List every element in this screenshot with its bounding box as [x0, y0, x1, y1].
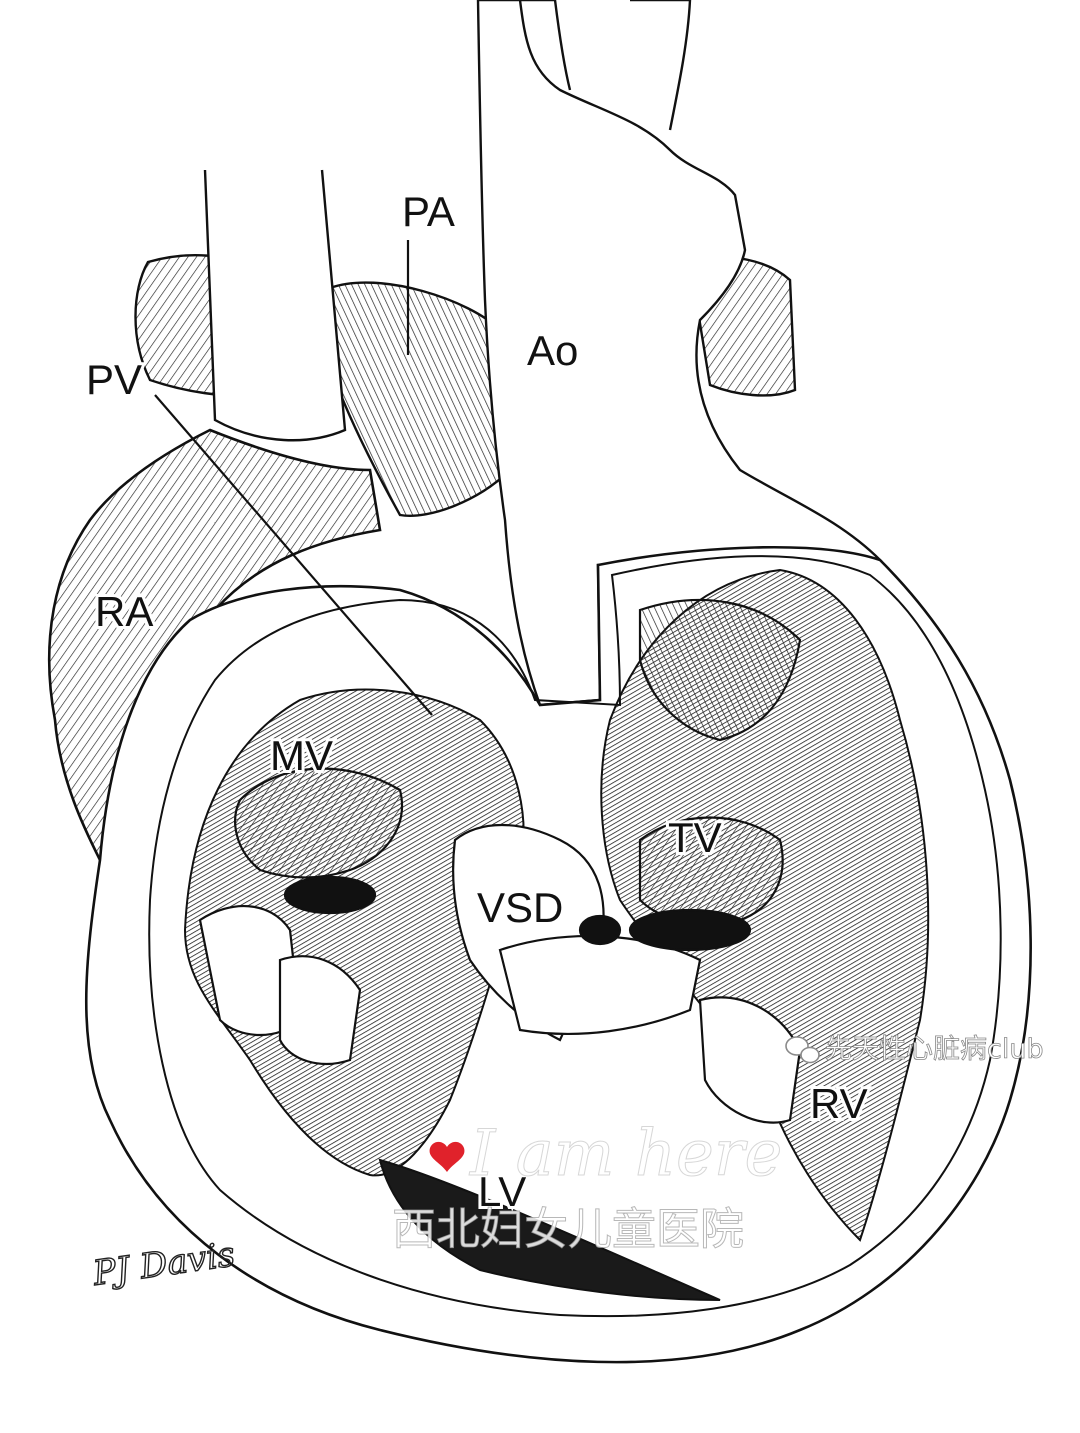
leader-lines [154, 240, 433, 716]
heart-icon [429, 1141, 465, 1172]
artist-signature: PJ Davis [90, 1234, 238, 1294]
label-ra: RA [95, 588, 153, 635]
watermark: I am here 西北妇女儿童医院 先天性心脏病club [392, 1034, 1045, 1256]
great-vessels [134, 0, 883, 707]
septal-band [498, 934, 702, 1036]
watermark-hospital: 西北妇女儿童医院 [392, 1204, 744, 1255]
label-pa: PA [402, 188, 455, 235]
wechat-icon [785, 1036, 820, 1064]
label-rv: RV [810, 1080, 868, 1127]
watermark-account: 先天性心脏病club [825, 1034, 1044, 1065]
watermark-script: I am here [469, 1117, 782, 1191]
mitral-valve [234, 767, 403, 879]
superior-vena-cava [203, 169, 347, 442]
aorta [476, 0, 883, 707]
cut-surface-rim [148, 555, 1002, 1318]
anatomy-labels: PA Ao PV RA MV TV VSD RV LV [83, 185, 871, 1218]
label-mv: MV [270, 732, 333, 779]
label-pv: PV [86, 356, 142, 403]
valve-structures [198, 598, 802, 1124]
label-lv: LV [478, 1168, 526, 1215]
label-vsd: VSD [477, 884, 563, 931]
pulmonary-artery [328, 281, 512, 517]
left-ventricle-apex [378, 1158, 721, 1301]
label-ao: Ao [527, 327, 578, 374]
label-tv: TV [668, 814, 722, 861]
pv-leader [154, 394, 433, 716]
